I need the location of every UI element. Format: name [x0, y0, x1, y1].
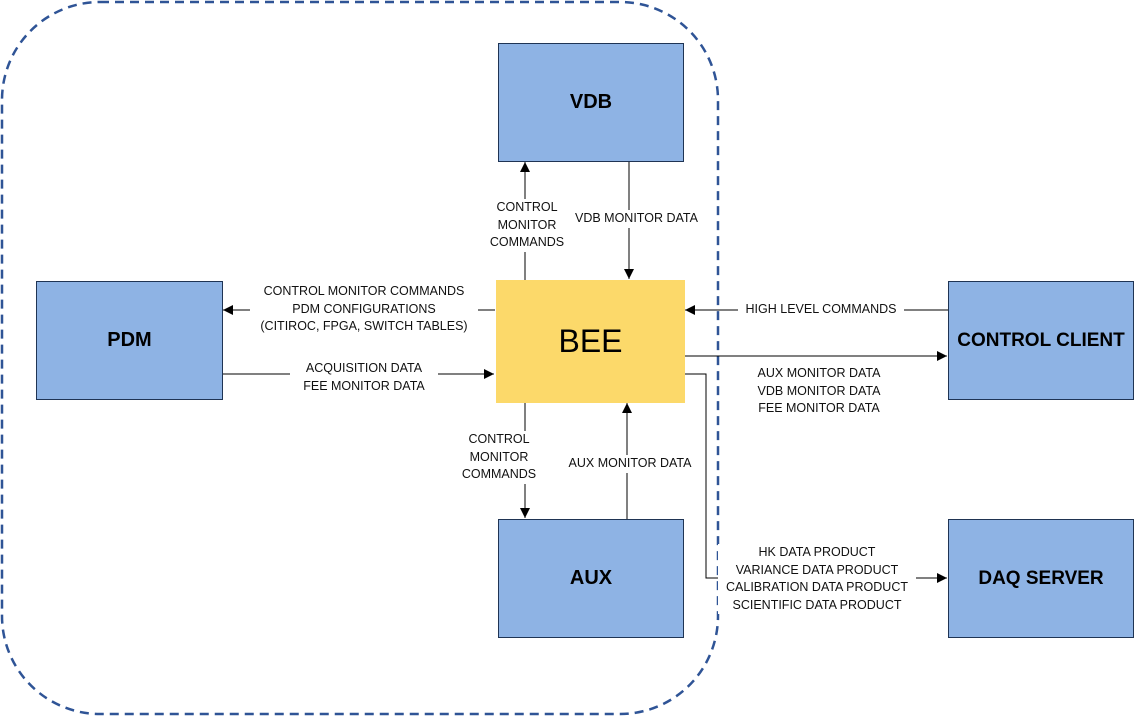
pdm-block[interactable]: PDM — [36, 281, 223, 400]
label-bee-to-client: AUX MONITOR DATA VDB MONITOR DATA FEE MO… — [757, 366, 881, 415]
label-vdb-to-bee: VDB MONITOR DATA — [573, 210, 698, 228]
label-bee-to-aux: CONTROL MONITOR COMMANDS — [449, 431, 549, 484]
label-bee-to-vdb: CONTROL MONITOR COMMANDS — [477, 199, 577, 252]
label-aux-to-bee: AUX MONITOR DATA — [561, 455, 699, 473]
daq-server-block[interactable]: DAQ SERVER — [948, 519, 1134, 638]
system-boundary — [0, 0, 720, 716]
daq-server-label: DAQ SERVER — [978, 567, 1104, 589]
control-client-label: CONTROL CLIENT — [957, 329, 1125, 351]
label-bee-to-daq: HK DATA PRODUCT VARIANCE DATA PRODUCT CA… — [718, 544, 916, 614]
control-client-block[interactable]: CONTROL CLIENT — [948, 281, 1134, 400]
vdb-label: VDB — [569, 91, 613, 113]
label-client-to-bee: HIGH LEVEL COMMANDS — [738, 301, 904, 319]
vdb-block[interactable]: VDB — [498, 43, 684, 162]
label-pdm-to-bee: ACQUISITION DATA FEE MONITOR DATA — [290, 360, 438, 395]
bee-label: BEE — [558, 323, 623, 359]
label-bee-to-pdm: CONTROL MONITOR COMMANDS PDM CONFIGURATI… — [250, 283, 478, 336]
aux-block[interactable]: AUX — [498, 519, 684, 638]
aux-label: AUX — [569, 567, 613, 589]
pdm-label: PDM — [107, 329, 152, 351]
bee-block[interactable]: BEE — [496, 280, 685, 403]
